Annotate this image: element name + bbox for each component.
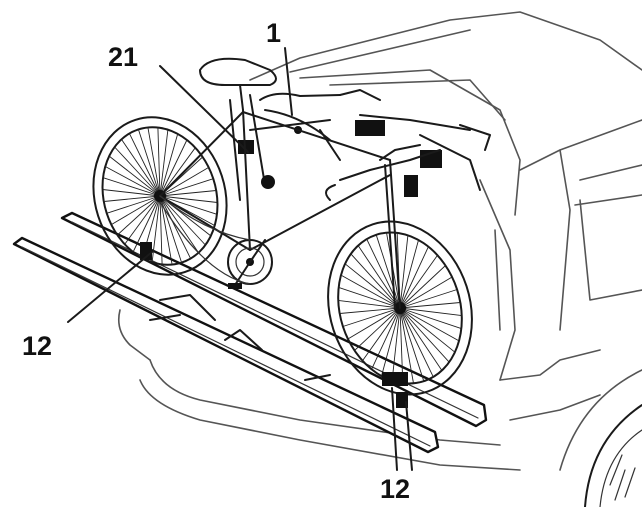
wheel-spoke: [399, 307, 460, 342]
wheel-spoke: [159, 147, 196, 197]
wheel-spoke: [159, 195, 163, 265]
wheel-spoke: [399, 307, 425, 382]
wheel-spoke: [399, 289, 458, 309]
wheel-spoke: [399, 307, 443, 371]
wheel-spoke: [399, 276, 453, 309]
callout-label-21: 21: [108, 42, 138, 72]
wheel-spoke: [159, 167, 209, 197]
wheel-spoke: [105, 166, 161, 197]
wheel-spoke: [350, 253, 401, 309]
wheel-spoke: [354, 307, 401, 351]
wheel-spoke: [399, 235, 409, 309]
wheel-spoke: [114, 146, 161, 197]
callout-label-12-bottom: 12: [380, 474, 410, 504]
wheel-spoke: [132, 195, 161, 253]
wheel-spoke: [111, 195, 161, 225]
wheel-spoke: [147, 127, 161, 197]
wheel-spoke: [399, 265, 446, 309]
wheel-spoke: [339, 307, 401, 314]
wheel-spoke: [357, 245, 401, 309]
wheel-spoke: [159, 195, 206, 246]
wheel-spoke: [159, 195, 173, 265]
wheel-spoke: [362, 307, 401, 361]
wheel-spoke: [137, 129, 161, 197]
wheel-spoke: [347, 307, 401, 340]
callout-label-1: 1: [266, 18, 281, 48]
wheel-spoke: [124, 195, 161, 245]
wheel-spoke: [399, 255, 438, 309]
wheel-spoke: [151, 195, 161, 263]
rack-rails: [12, 211, 488, 454]
wheel-spoke: [159, 195, 199, 253]
callout-label-12-left: 12: [22, 331, 52, 361]
wheel-spoke: [399, 246, 429, 309]
wheel-spoke: [159, 195, 218, 215]
wheel-spoke: [381, 307, 401, 377]
wheel-spoke: [399, 307, 414, 384]
wheel-spoke: [399, 307, 462, 317]
wheel-spoke: [159, 139, 188, 197]
wheel-spoke: [371, 307, 401, 370]
wheel-spoke: [106, 195, 161, 214]
wheel-spoke: [159, 195, 218, 203]
rack-frame: [229, 89, 491, 201]
wheel-spoke: [102, 189, 161, 197]
wheel-spoke: [338, 299, 401, 309]
wheel-spoke: [391, 307, 401, 381]
wheel-spoke: [159, 190, 217, 197]
wheel-spoke: [399, 307, 404, 384]
wheel-spoke: [344, 263, 401, 309]
wheel-spoke: [159, 133, 179, 197]
wheel-spoke: [338, 286, 401, 309]
wheel-spoke: [121, 139, 161, 197]
wheel-spoke: [128, 133, 161, 197]
wheel-spoke: [340, 274, 401, 309]
bicycle: [92, 57, 473, 408]
front-wheel: [327, 220, 473, 396]
wheel-spoke: [342, 307, 401, 327]
wheel-spoke: [103, 195, 161, 202]
wheel-spoke: [108, 155, 161, 197]
wheel-spoke: [399, 307, 450, 363]
wheel-spoke: [102, 177, 161, 197]
wheel-spoke: [399, 307, 462, 330]
wheel-spoke: [399, 239, 419, 309]
callout-leaders: [67, 47, 413, 471]
wheel-spoke: [399, 307, 456, 353]
wheel-spoke: [399, 302, 461, 309]
wheel-spoke: [117, 195, 161, 236]
wheel-spoke: [159, 195, 192, 259]
wheel-spoke: [157, 127, 161, 197]
wheel-spoke: [375, 234, 401, 309]
rear-wheel: [92, 116, 228, 276]
wheel-spoke: [399, 307, 434, 378]
wheel-spoke: [159, 178, 214, 197]
wheel-spoke: [159, 129, 169, 197]
car-body: [117, 11, 642, 508]
